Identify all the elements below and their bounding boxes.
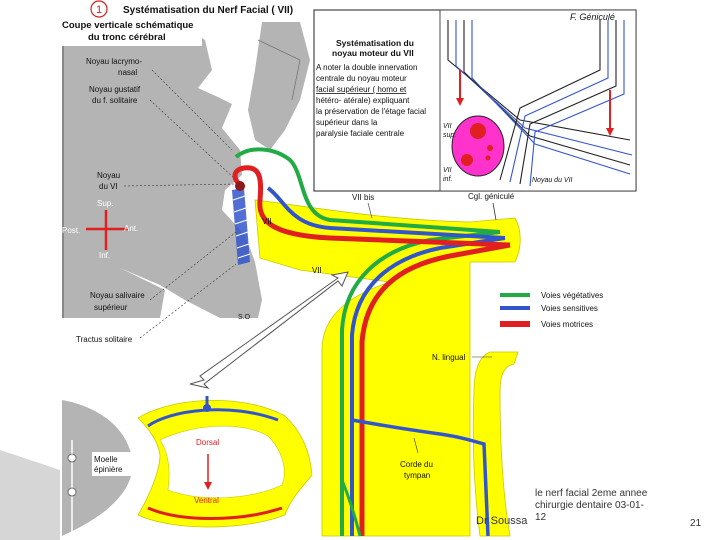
motor-nucleus-dot: [235, 181, 245, 191]
label-dorsal: Dorsal: [196, 438, 219, 447]
double-arrow: [189, 271, 349, 389]
inset-line-7: paralysie faciale centrale: [316, 129, 405, 138]
inset-panel: F. Géniculé Systématisation du noyau mot…: [313, 9, 637, 192]
page-number: 21: [690, 518, 702, 529]
label-vii-bis: VII bis: [352, 193, 374, 202]
inset-vii-sup: VII: [443, 123, 452, 130]
legend-swatch-sensory: [500, 306, 530, 310]
pointer-gustatif: [149, 99, 237, 181]
inset-nucleus-small-dot-1: [487, 145, 493, 151]
slide-number-text: 1: [96, 4, 102, 16]
label-noyau-vi-2: du VI: [99, 182, 118, 191]
spinal-canal-top: [67, 453, 77, 463]
inset-nucleus-sup-dot: [470, 123, 486, 139]
inset-line-2: centrale du noyau moteur: [316, 74, 407, 83]
label-noyau-lacrymo: Noyau lacrymo-: [86, 57, 142, 66]
footer-course-line3: 12: [535, 512, 547, 523]
label-post: Post.: [62, 226, 80, 235]
inset-nucleus-inf-dot: [461, 154, 473, 166]
section-label-line1: Coupe verticale schématique: [62, 20, 193, 31]
nerve-sheath-trunk: [254, 199, 521, 537]
legend-swatch-motor: [500, 321, 530, 327]
inset-top-label: F. Géniculé: [570, 12, 615, 22]
section-label-line2: du tronc cérébral: [88, 32, 166, 43]
label-cgl-genicule: Cgl. géniculé: [468, 192, 515, 201]
pointer-cgl: [492, 202, 497, 221]
label-moelle-2: épinière: [94, 465, 123, 474]
label-noyau-salivaire-1: Noyau salivaire: [90, 291, 145, 300]
slide-title: Systématisation du Nerf Facial ( VII): [123, 5, 293, 16]
label-vii-low: VII: [312, 266, 322, 275]
pointer-vii-bis: [367, 202, 373, 219]
spinal-cord-inner: [159, 425, 285, 499]
inset-line-1: A noter la double innervation: [316, 63, 417, 72]
legend: Voies végétatives Voies sensitives Voies…: [500, 291, 603, 329]
fibre-vegetative-tail: [340, 479, 362, 537]
label-noyau-salivaire-2: supérieur: [94, 303, 128, 312]
pons-bulge: [248, 22, 310, 150]
label-corde-2: tympan: [404, 471, 430, 480]
brainstem-tail: [62, 268, 165, 318]
label-noyau-gustatif: Noyau gustatif: [89, 85, 141, 94]
inset-line-3: facial supérieur ( homo et: [316, 85, 407, 94]
fibre-motor-main: [232, 165, 511, 536]
footer-course-line2: chirurgie dentaire 03-01-: [535, 500, 644, 511]
inset-line-5: la préservation de l'étage facial: [316, 107, 426, 116]
inset-line-4: hétéro- atérale) expliquant: [316, 96, 410, 105]
footer-author: Dr Soussa: [476, 515, 528, 527]
brainstem-left-edge: [62, 28, 64, 318]
pointer-tractus: [139, 263, 237, 339]
spinal-canal-bottom: [67, 487, 77, 497]
inset-fibres: [447, 20, 633, 187]
inset-vii-inf: VII: [443, 167, 452, 174]
label-inf: Inf.: [99, 251, 110, 260]
legend-label-vegetative: Voies végétatives: [541, 291, 603, 300]
pointer-noyau-vi: [123, 183, 239, 187]
fibre-sensory-main: [266, 186, 506, 536]
brainstem-section: [62, 22, 262, 318]
slide-number-badge: [90, 0, 108, 18]
inset-inf-abbr: inf.: [443, 176, 452, 183]
label-moelle-1: Moelle: [94, 455, 118, 464]
label-corde-1: Corde du: [400, 460, 433, 469]
dorsal-ventral-arrowhead: [204, 482, 212, 490]
brainstem-groove: [257, 39, 301, 101]
fibre-sensory-lingual: [351, 418, 490, 537]
spinal-sensory-arc: [147, 408, 279, 428]
fibre-hatch-lines: [232, 195, 251, 259]
inset-title-1: Systématisation du: [336, 38, 414, 48]
section-label-box: [60, 18, 202, 46]
inset-red-arrowhead-left: [456, 98, 464, 106]
moelle-label-box: [92, 452, 136, 476]
label-vii-mid: VII: [262, 217, 272, 226]
label-du-f-solitaire: du f. solitaire: [92, 96, 138, 105]
label-so: S.O: [238, 314, 251, 321]
fibre-blue-hatched-nucleus: [232, 188, 250, 265]
legend-label-motor: Voies motrices: [541, 320, 593, 329]
label-n-lingual: N. lingual: [432, 353, 466, 362]
label-sup: Sup.: [97, 199, 113, 208]
label-ant: Ant.: [124, 224, 138, 233]
inset-noyau-vii: Noyau du VII: [532, 177, 573, 184]
footer-course-line1: le nerf facial 2eme annee: [535, 488, 648, 499]
inset-line-6: supérieur dans la: [316, 118, 378, 127]
slide-accent-bar: [0, 450, 60, 540]
legend-swatch-vegetative: [500, 293, 530, 297]
label-tractus-solitaire: Tractus solitaire: [76, 335, 133, 344]
label-ventral: Ventral: [194, 496, 219, 505]
pointer-lacrymo: [151, 69, 233, 151]
footer-course: le nerf facial 2eme annee chirurgie dent…: [535, 488, 685, 524]
inset-nucleus-small-dot-2: [485, 155, 491, 161]
label-noyau-vi-1: Noyau: [97, 171, 120, 180]
label-nasal: nasal: [118, 68, 137, 77]
spinal-motor-arc: [147, 506, 283, 520]
inset-title-2: noyau moteur du VII: [332, 48, 414, 58]
inset-sup-abbr: sup.: [443, 132, 456, 139]
legend-label-sensory: Voies sensitives: [541, 304, 598, 313]
inset-red-arrowhead-right: [606, 128, 614, 136]
pointer-corde: [413, 437, 419, 454]
